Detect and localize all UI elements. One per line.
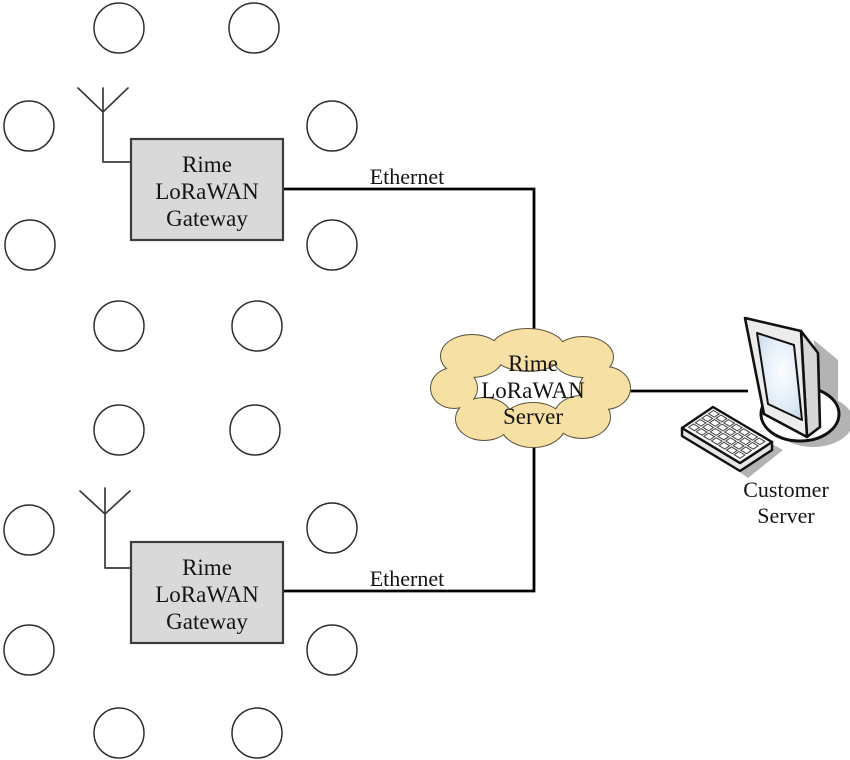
gateway-label-line3: Gateway [166, 206, 248, 231]
keyboard-key [689, 424, 700, 431]
keyboard-key [704, 433, 715, 440]
customer-computer-icon: Customer Server [682, 316, 850, 528]
keyboard-key [741, 447, 752, 454]
sensor-node [229, 404, 281, 456]
keyboard-key [739, 429, 750, 436]
cloud-label-line2: LoRaWAN [481, 378, 585, 403]
sensor-node [306, 502, 358, 554]
keyboard-key [696, 429, 707, 436]
keyboard-keys [689, 410, 765, 458]
ethernet-line-top [283, 187, 536, 345]
sensor-node [3, 624, 55, 676]
sensor-node [93, 300, 145, 352]
keyboard-key [719, 442, 730, 449]
sensor-node [3, 504, 55, 556]
keyboard-key [710, 420, 721, 427]
keyboard-key [726, 438, 737, 445]
sensor-node [306, 624, 358, 676]
sensor-node [231, 300, 283, 352]
customer-server-label-line2: Server [757, 503, 815, 528]
gateway-label-line3: Gateway [166, 609, 248, 634]
sensor-node [306, 219, 358, 271]
ethernet-label-bottom: Ethernet [370, 566, 445, 591]
sensor-node [3, 100, 55, 152]
keyboard-key [718, 433, 729, 440]
keyboard-key [731, 424, 742, 431]
keyboard-key [711, 438, 722, 445]
customer-server-label-line1: Customer [743, 477, 829, 502]
keyboard-key [702, 415, 713, 422]
sensor-node [93, 404, 145, 456]
keyboard-key [724, 420, 735, 427]
sensor-nodes-layer [3, 2, 358, 759]
keyboard-key [695, 419, 706, 426]
sensor-node [306, 100, 358, 152]
keyboard-key [727, 447, 738, 454]
gateway-box [129, 540, 285, 645]
sensor-node [93, 2, 145, 54]
gateway-bottom: Rime LoRaWAN Gateway [129, 540, 285, 645]
cloud-shape [430, 328, 631, 448]
keyboard-key [703, 424, 714, 431]
keyboard-key [710, 429, 721, 436]
ethernet-label-top: Ethernet [370, 164, 445, 189]
cloud-label-line1: Rime [508, 351, 558, 376]
gateway-label-line2: LoRaWAN [155, 582, 259, 607]
keyboard-key [709, 410, 720, 417]
keyboard-key [740, 438, 751, 445]
keyboard-key [734, 451, 745, 458]
server-cloud: Rime LoRaWAN Server [430, 328, 631, 448]
gateway-label-line1: Rime [182, 152, 232, 177]
sensor-node [4, 219, 56, 271]
gateway-label-line2: LoRaWAN [155, 179, 259, 204]
keyboard-key [725, 429, 736, 436]
gateway-top: Rime LoRaWAN Gateway [129, 137, 285, 242]
antenna-icon-top [77, 87, 132, 163]
keyboard-key [747, 433, 758, 440]
keyboard-key [716, 415, 727, 422]
cloud-label-line3: Server [503, 404, 563, 429]
sensor-node [93, 707, 145, 759]
sensor-node [231, 707, 283, 759]
antenna-icon-bottom [79, 487, 132, 569]
keyboard-key [733, 442, 744, 449]
keyboard-key [754, 438, 765, 445]
ethernet-line-bottom [283, 435, 536, 593]
gateway-box [129, 137, 285, 242]
keyboard-key [732, 433, 743, 440]
monitor-screen [756, 332, 803, 421]
keyboard-key [717, 424, 728, 431]
gateway-label-line1: Rime [182, 555, 232, 580]
sensor-node [228, 2, 280, 54]
keyboard-key [748, 442, 759, 449]
